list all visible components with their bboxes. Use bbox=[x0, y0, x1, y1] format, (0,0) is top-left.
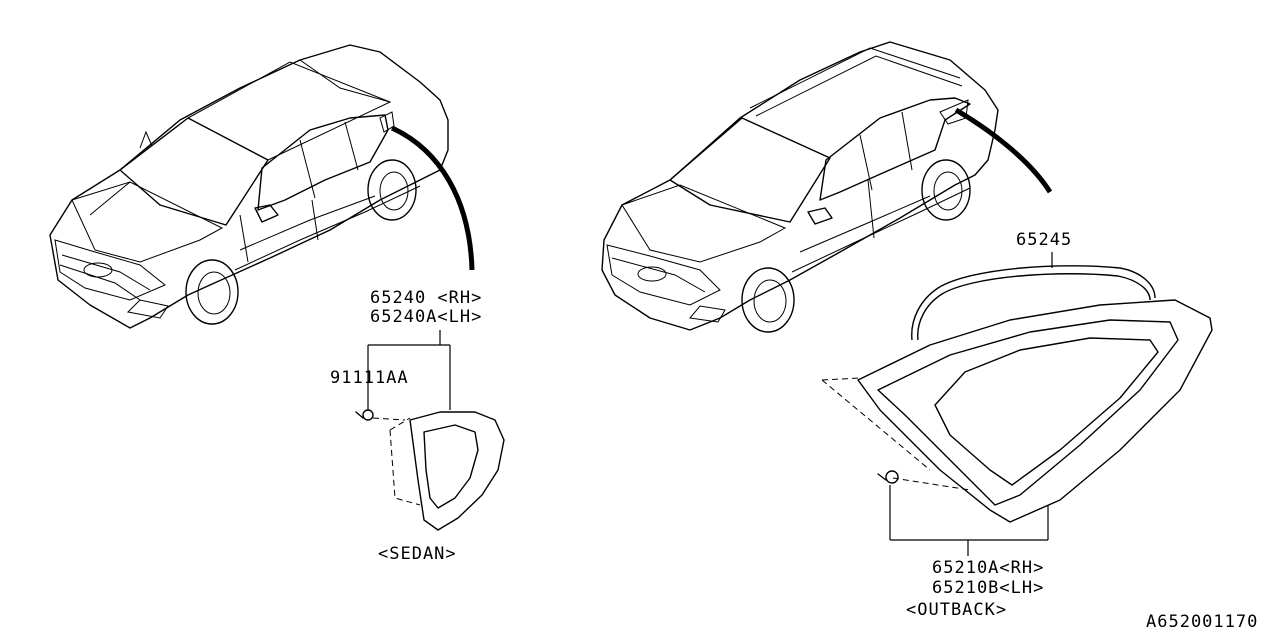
outback-variant-label: <OUTBACK> bbox=[906, 600, 1008, 620]
sedan-variant-label: <SEDAN> bbox=[378, 544, 457, 564]
sedan-quarter-window-part bbox=[355, 330, 505, 531]
outback-vehicle-illustration bbox=[601, 41, 999, 333]
sedan-part-number-lh: 65240A<LH> bbox=[370, 307, 483, 327]
sedan-part-number-rh: 65240 <RH> bbox=[370, 288, 483, 308]
outback-quarter-window-part bbox=[821, 252, 1213, 556]
sedan-callout-arc bbox=[390, 125, 475, 271]
outback-part-number-lh: 65210B<LH> bbox=[932, 578, 1045, 598]
sedan-vehicle-illustration bbox=[49, 44, 449, 329]
weatherstrip-part-number: 65245 bbox=[1016, 230, 1073, 250]
outback-callout-arc bbox=[954, 107, 1053, 194]
clip-part-number: 91111AA bbox=[330, 368, 409, 388]
drawing-id: A652001170 bbox=[1146, 612, 1259, 632]
outback-part-number-rh: 65210A<RH> bbox=[932, 558, 1045, 578]
